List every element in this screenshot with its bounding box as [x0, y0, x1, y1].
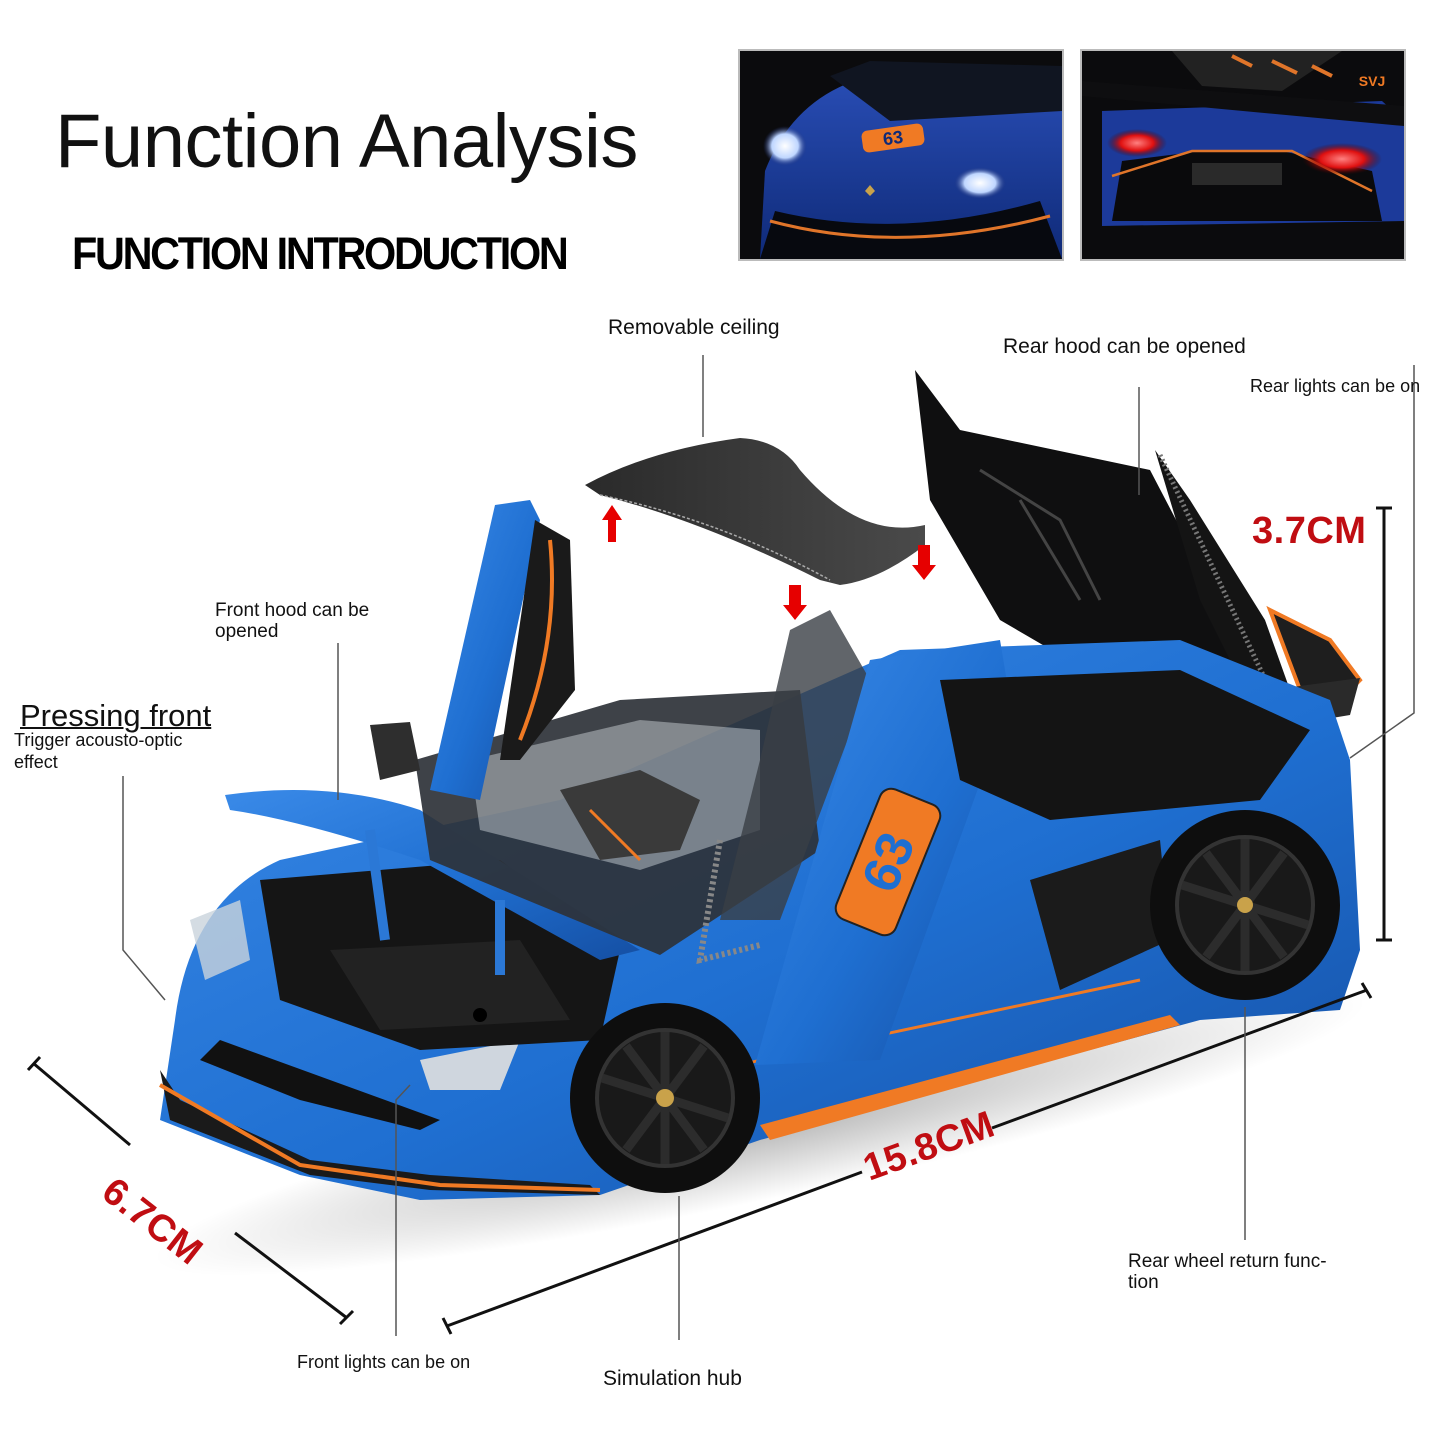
page-title: Function Analysis	[55, 99, 638, 184]
callout-rear-lights: Rear lights can be on	[1250, 376, 1421, 396]
car-body: 63	[159, 500, 1360, 1200]
leader-lines	[122, 355, 1415, 1340]
rear-lights-thumbnail: SVJ	[1080, 49, 1406, 261]
callout-pressing-front: Pressing front	[20, 698, 212, 733]
svg-text:SVJ: SVJ	[1359, 73, 1385, 89]
removable-ceiling-panel	[585, 438, 925, 585]
callout-front-hood: Front hood can be opened	[215, 600, 370, 642]
callout-simulation-hub: Simulation hub	[603, 1367, 742, 1390]
arrow-down-icon	[783, 585, 807, 620]
red-arrows	[602, 505, 936, 620]
front-lights-thumbnail: 63	[738, 49, 1064, 261]
callout-rear-hood: Rear hood can be opened	[1003, 335, 1246, 358]
page-subtitle: FUNCTION INTRODUCTION	[72, 228, 569, 279]
callout-front-lights: Front lights can be on	[297, 1352, 471, 1372]
dimension-lines	[26, 506, 1392, 1335]
car-front-lit-image: 63	[740, 51, 1062, 259]
arrow-down-icon	[912, 545, 936, 580]
dimension-height-label: 3.7CM	[1252, 510, 1367, 552]
car-rear-lit-image: SVJ	[1082, 51, 1404, 259]
callout-removable-ceiling: Removable ceiling	[608, 316, 780, 339]
callout-trigger-effect: Trigger acousto-optic effect	[14, 730, 183, 772]
svg-text:63: 63	[882, 127, 905, 150]
rear-wheel	[1150, 810, 1340, 1000]
callout-rear-wheel: Rear wheel return func- tion	[1128, 1251, 1327, 1293]
arrow-up-icon	[602, 505, 622, 542]
front-wheel	[570, 1003, 760, 1193]
